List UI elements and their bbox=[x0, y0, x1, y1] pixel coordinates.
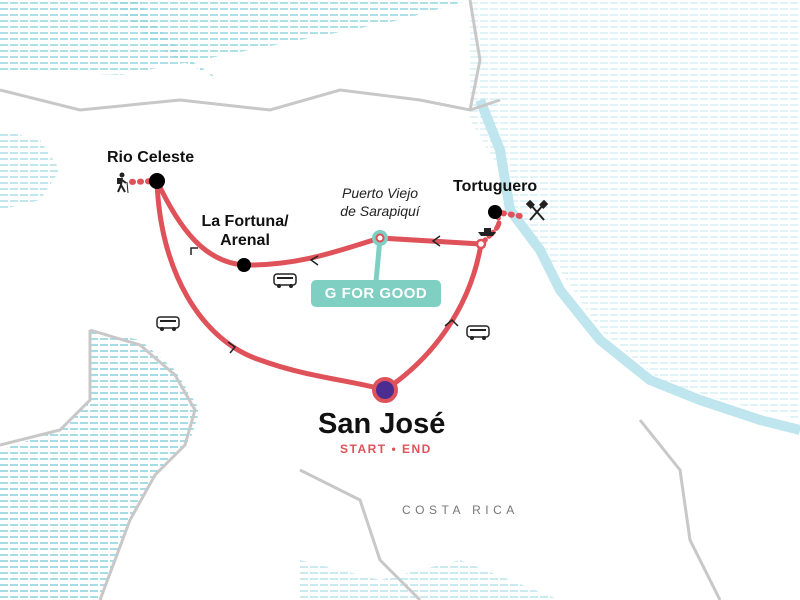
stop-label-line2: de Sarapiquí bbox=[340, 203, 420, 219]
bus-icon bbox=[466, 325, 490, 340]
water-river-east bbox=[475, 98, 800, 435]
water-south bbox=[300, 560, 560, 600]
stop-marker-rio-celeste[interactable] bbox=[149, 173, 165, 189]
stop-label-line2: Arenal bbox=[220, 232, 270, 249]
direction-arrows bbox=[190, 235, 459, 354]
water-west bbox=[0, 130, 60, 210]
stop-label-puerto-viejo: Puerto Viejo de Sarapiquí bbox=[325, 184, 435, 220]
stop-label-tortuguero: Tortuguero bbox=[453, 178, 538, 195]
stop-label-line1: Puerto Viejo bbox=[341, 185, 418, 201]
borders bbox=[0, 0, 722, 600]
route-riocel-sanjose bbox=[154, 178, 388, 393]
stop-marker-la-fortuna[interactable] bbox=[237, 258, 251, 272]
stop-marker-san-jose[interactable] bbox=[372, 377, 398, 403]
bus-icon bbox=[273, 273, 297, 288]
water-nicoya-gulf bbox=[0, 330, 200, 600]
stop-label-la-fortuna: La Fortuna/ Arenal bbox=[200, 212, 290, 250]
bus-icon bbox=[156, 316, 180, 331]
start-end-label: San José bbox=[318, 408, 446, 440]
paddles-icon bbox=[525, 199, 549, 221]
g-for-good-badge[interactable]: G FOR GOOD bbox=[311, 280, 441, 307]
boat-icon bbox=[478, 228, 496, 236]
country-label: COSTA RICA bbox=[402, 503, 519, 517]
route-puertoviejo-junction bbox=[377, 235, 484, 247]
water-north-coast bbox=[0, 0, 470, 75]
stop-marker-tortuguero[interactable] bbox=[488, 205, 502, 219]
water-caribbean bbox=[470, 0, 800, 420]
route-hike-riocel bbox=[127, 178, 160, 185]
start-end-subtitle: START • END bbox=[340, 442, 432, 456]
stop-label-line1: La Fortuna/ bbox=[201, 213, 289, 230]
route-junction-sanjose bbox=[382, 241, 484, 393]
junction-marker bbox=[475, 238, 487, 250]
water-top-left bbox=[110, 0, 220, 80]
route-tortuguero-excursion bbox=[492, 209, 523, 219]
route-riocel-fortuna bbox=[154, 178, 247, 268]
hiking-icon bbox=[117, 172, 129, 194]
stop-label-rio-celeste: Rio Celeste bbox=[107, 149, 195, 166]
